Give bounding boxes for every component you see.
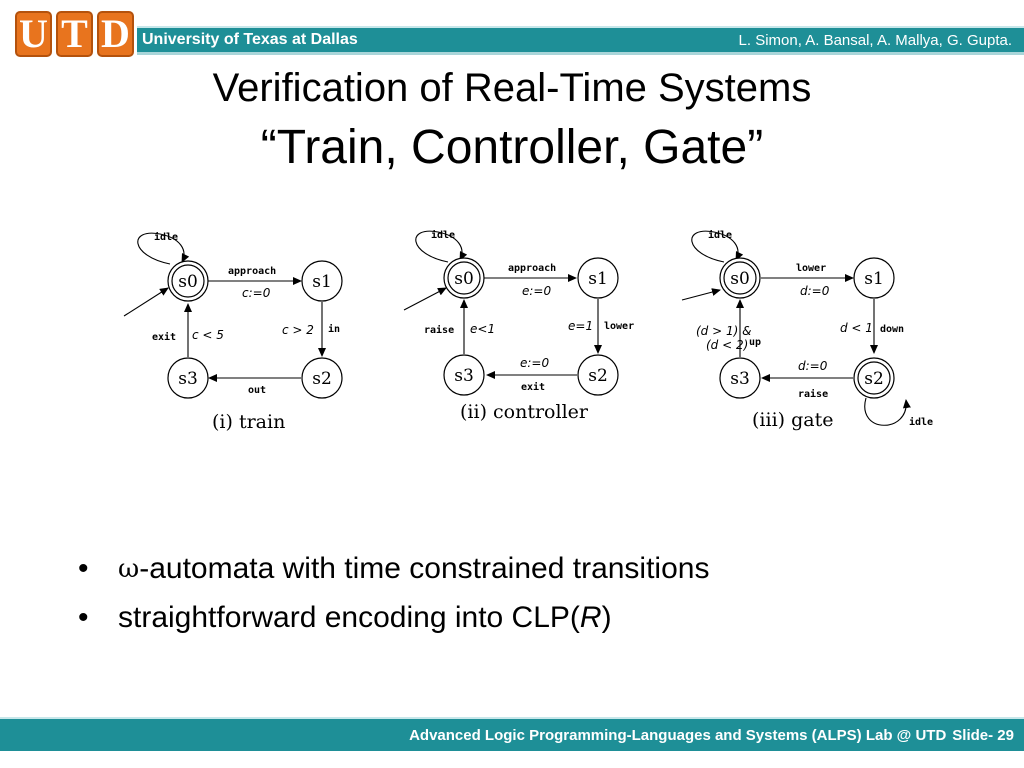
gate-lower-reset: d:=0: [800, 284, 830, 298]
gate-up-label: up: [749, 337, 761, 348]
gate-up-guard-1: (d > 1) &: [696, 324, 751, 338]
controller-exit-reset: e:=0: [520, 356, 549, 370]
controller-lower-guard: e=1: [568, 319, 593, 333]
controller-s0-label: s0: [454, 269, 474, 289]
footer-bar: Advanced Logic Programming-Languages and…: [0, 717, 1024, 751]
bullet-text: -automata with time constrained transiti…: [139, 551, 710, 585]
train-exit-label: exit: [152, 331, 176, 343]
header-divider: [137, 52, 1024, 55]
train-idle-label: idle: [154, 231, 178, 243]
controller-automaton: idle approach e:=0 e=1 lower e:=0 exit r…: [403, 229, 634, 423]
controller-approach-reset: e:=0: [522, 284, 551, 298]
train-exit-guard: c < 5: [192, 328, 224, 342]
train-out-label: out: [248, 385, 266, 396]
bullet-text-suffix: ): [601, 600, 612, 634]
controller-state-s0: [447, 261, 481, 295]
logo-letter-d: D: [97, 11, 134, 57]
gate-state-s3: [719, 357, 761, 399]
train-approach-label: approach: [228, 266, 276, 277]
logo-letter-t: T: [56, 11, 93, 57]
gate-down-guard: d < 1: [840, 321, 873, 335]
train-s2-label: s2: [312, 369, 332, 389]
gate-s1-label: s1: [864, 269, 884, 289]
controller-idle-label: idle: [431, 229, 455, 241]
gate-up-guard-2: (d < 2): [706, 338, 748, 352]
gate-state-s1: [853, 257, 895, 299]
slide-number: Slide- 29: [952, 726, 1014, 744]
utd-logo: U T D: [12, 8, 137, 60]
train-in-label: in: [328, 323, 340, 335]
controller-s3-label: s3: [454, 366, 474, 386]
gate-s0-label: s0: [730, 269, 750, 289]
slide-subtitle: “Train, Controller, Gate”: [260, 121, 764, 174]
controller-approach-label: approach: [508, 263, 556, 274]
train-s0-label: s0: [178, 272, 198, 292]
slide-title: Verification of Real-Time Systems: [212, 66, 812, 110]
gate-state-s0: [723, 261, 757, 295]
gate-automaton: idle lower d:=0 d < 1 down d:=0 raise (d…: [681, 229, 933, 431]
train-state-s3: [167, 357, 209, 399]
controller-raise-guard: e<1: [470, 322, 495, 336]
gate-caption: (iii) gate: [752, 409, 833, 431]
bullet-item: • straightforward encoding into CLP(R): [78, 593, 709, 642]
bullet-text-prefix: straightforward encoding into CLP(: [118, 600, 580, 634]
bullet-marker: •: [78, 600, 89, 634]
train-state-s1: [301, 260, 343, 302]
train-state-s2: [301, 357, 343, 399]
controller-state-s1: [577, 257, 619, 299]
controller-initial-arrow: [403, 287, 447, 311]
gate-down-label: down: [880, 324, 904, 335]
gate-s2-label: s2: [864, 369, 884, 389]
controller-state-s2: [577, 354, 619, 396]
train-s3-label: s3: [178, 369, 198, 389]
controller-exit-label: exit: [521, 381, 545, 393]
controller-s1-label: s1: [588, 269, 608, 289]
gate-idle-loop-s2: [864, 397, 911, 426]
controller-raise-label: raise: [424, 324, 454, 336]
header-bar: University of Texas at Dallas L. Simon, …: [137, 26, 1024, 52]
gate-idle-s0-label: idle: [708, 229, 732, 241]
bullet-list: • ω -automata with time constrained tran…: [78, 544, 709, 642]
train-idle-loop: [137, 232, 190, 265]
bullet-item: • ω -automata with time constrained tran…: [78, 544, 709, 593]
train-state-s0: [171, 264, 205, 298]
controller-idle-loop: [415, 230, 468, 263]
train-initial-arrow: [123, 287, 169, 317]
controller-caption: (ii) controller: [460, 401, 589, 423]
authors: L. Simon, A. Bansal, A. Mallya, G. Gupta…: [738, 31, 1012, 49]
train-approach-reset: c:=0: [242, 286, 271, 300]
logo-letter-u: U: [15, 11, 52, 57]
omega-symbol: ω: [118, 553, 140, 584]
gate-lower-label: lower: [796, 263, 826, 274]
gate-raise-reset: d:=0: [798, 359, 828, 373]
bullet-text-italic: R: [579, 600, 602, 634]
controller-state-s3: [443, 354, 485, 396]
gate-raise-label: raise: [798, 388, 828, 400]
gate-initial-arrow: [681, 288, 721, 301]
university-name: University of Texas at Dallas: [142, 31, 358, 48]
train-s1-label: s1: [312, 272, 332, 292]
bullet-marker: •: [78, 551, 89, 585]
gate-idle-s2-label: idle: [909, 416, 933, 428]
gate-s3-label: s3: [730, 369, 750, 389]
controller-s2-label: s2: [588, 366, 608, 386]
train-in-guard: c > 2: [282, 323, 314, 337]
gate-state-s2: [857, 361, 891, 395]
controller-lower-label: lower: [604, 321, 634, 332]
automata-diagram: idle approach c:=0 c > 2 in out exit c <…: [123, 229, 933, 433]
gate-idle-loop-s0: [691, 230, 744, 263]
footer-lab-name: Advanced Logic Programming-Languages and…: [409, 726, 947, 744]
train-caption: (i) train: [212, 411, 285, 433]
train-automaton: idle approach c:=0 c > 2 in out exit c <…: [123, 231, 343, 433]
